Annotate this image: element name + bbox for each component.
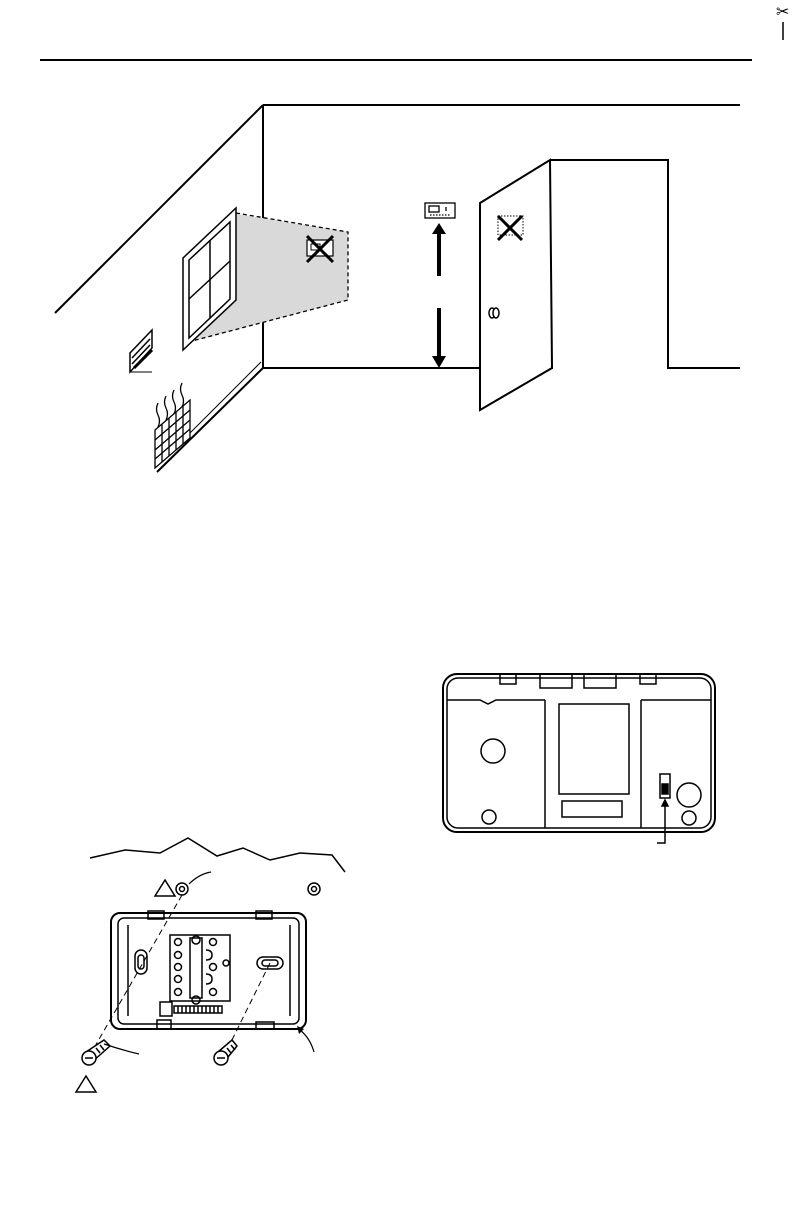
door-icon bbox=[480, 160, 552, 410]
doorway-frame bbox=[550, 160, 740, 368]
arrow-up-down-icon bbox=[432, 223, 446, 368]
wallplate-back-icon bbox=[443, 674, 715, 832]
wall-break-line bbox=[90, 838, 345, 872]
wallplate-icon bbox=[111, 911, 306, 1029]
screw-icon bbox=[82, 1040, 237, 1065]
wallplate-mounting-figure bbox=[76, 838, 345, 1092]
screw-guide-right bbox=[228, 963, 270, 1048]
wallplate-callout bbox=[300, 1030, 314, 1052]
wallplate-back-figure bbox=[443, 674, 715, 843]
warning-triangle-icon-2 bbox=[76, 1076, 96, 1092]
screw-callout bbox=[104, 1044, 139, 1054]
anchor-callout bbox=[189, 872, 211, 884]
anchor-icon bbox=[176, 883, 320, 895]
location-scene-figure bbox=[55, 105, 740, 472]
warning-triangle-icon bbox=[155, 880, 175, 896]
thermostat-icon bbox=[425, 203, 455, 218]
air-vent-icon bbox=[130, 330, 152, 372]
radiator-heat-icon bbox=[155, 383, 190, 468]
